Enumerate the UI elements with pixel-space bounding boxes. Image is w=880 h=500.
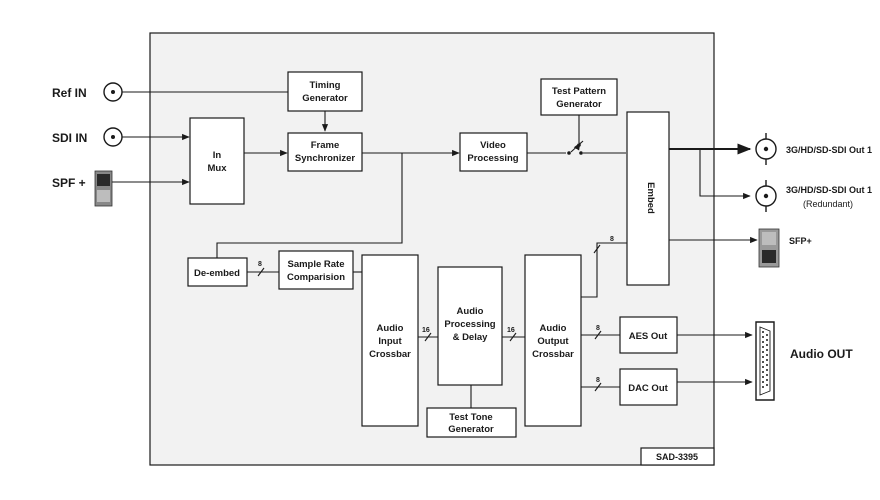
audio-processing-block	[437, 266, 503, 386]
dac-out-label: DAC Out	[628, 383, 668, 394]
bus-width-de-embed: 8	[258, 261, 262, 268]
audio-input-crossbar-block	[361, 254, 419, 427]
dac-out-block	[619, 368, 678, 406]
aes-out-label: AES Out	[629, 331, 668, 342]
audio-processing-label-3: & Delay	[453, 332, 489, 343]
in-mux-label-1: In	[213, 150, 222, 161]
ref-in-label: Ref IN	[52, 86, 87, 100]
test-tone-generator-block	[426, 407, 517, 438]
audio-processing-label-2: Processing	[444, 319, 495, 330]
test-tone-label-2: Generator	[448, 424, 494, 435]
audio-input-crossbar-label-3: Crossbar	[369, 349, 411, 360]
audio-out-label: Audio OUT	[790, 347, 853, 361]
audio-output-crossbar-label-3: Crossbar	[532, 349, 574, 360]
timing-generator-label-2: Generator	[302, 93, 348, 104]
audio-output-crossbar-block	[524, 254, 582, 427]
video-processing-label-1: Video	[480, 140, 506, 151]
video-processing-block	[459, 132, 528, 172]
bus-width-aoc-embed: 8	[610, 236, 614, 243]
timing-generator-label-1: Timing	[310, 80, 341, 91]
embed-block	[626, 111, 670, 286]
in-mux-block	[189, 117, 245, 205]
timing-generator-block	[287, 71, 363, 112]
sdi-out-1-redundant-bnc-icon	[755, 180, 777, 212]
bus-width-apd-aoc: 16	[507, 327, 515, 334]
db25-connector-icon	[755, 321, 775, 401]
sfp-out-label: SFP+	[789, 236, 812, 246]
sdi-in-label: SDI IN	[52, 131, 87, 145]
sfp-output-port-icon	[758, 228, 780, 268]
aes-out-block	[619, 316, 678, 354]
test-pattern-label-1: Test Pattern	[552, 86, 606, 97]
sfp-input-port-icon	[94, 170, 113, 207]
video-processing-label-2: Processing	[467, 153, 518, 164]
frame-synchronizer-label-1: Frame	[311, 140, 340, 151]
audio-input-crossbar-label-1: Audio	[377, 323, 404, 334]
sdi-in-bnc-icon	[103, 127, 123, 147]
sdi-out-1-label: 3G/HD/SD-SDI Out 1	[786, 145, 872, 155]
audio-input-crossbar-label-2: Input	[378, 336, 402, 347]
sample-rate-block	[278, 250, 354, 290]
test-pattern-generator-block	[540, 78, 618, 116]
sdi-out-1-bnc-icon	[755, 133, 777, 165]
sample-rate-label-2: Comparision	[287, 272, 345, 283]
de-embed-label: De-embed	[194, 268, 240, 279]
model-label: SAD-3395	[656, 452, 698, 462]
frame-synchronizer-block	[287, 132, 363, 172]
audio-output-crossbar-label-1: Audio	[540, 323, 567, 334]
test-pattern-label-2: Generator	[556, 99, 602, 110]
in-mux-label-2: Mux	[208, 163, 228, 174]
audio-processing-label-1: Audio	[457, 306, 484, 317]
bus-width-aoc-aes: 8	[596, 325, 600, 332]
audio-output-crossbar-label-2: Output	[537, 336, 569, 347]
test-tone-label-1: Test Tone	[449, 412, 492, 423]
connections	[112, 91, 758, 408]
ref-in-bnc-icon	[103, 82, 123, 102]
embed-label: Embed	[645, 182, 656, 214]
frame-synchronizer-label-2: Synchronizer	[295, 153, 355, 164]
model-label-box	[640, 447, 715, 466]
sample-rate-label-1: Sample Rate	[287, 259, 344, 270]
spf-label: SPF +	[52, 176, 86, 190]
bus-width-aoc-dac: 8	[596, 377, 600, 384]
redundant-label: (Redundant)	[803, 199, 853, 209]
sdi-out-1-redundant-label: 3G/HD/SD-SDI Out 1	[786, 185, 872, 195]
bus-width-aic-apd: 16	[422, 327, 430, 334]
